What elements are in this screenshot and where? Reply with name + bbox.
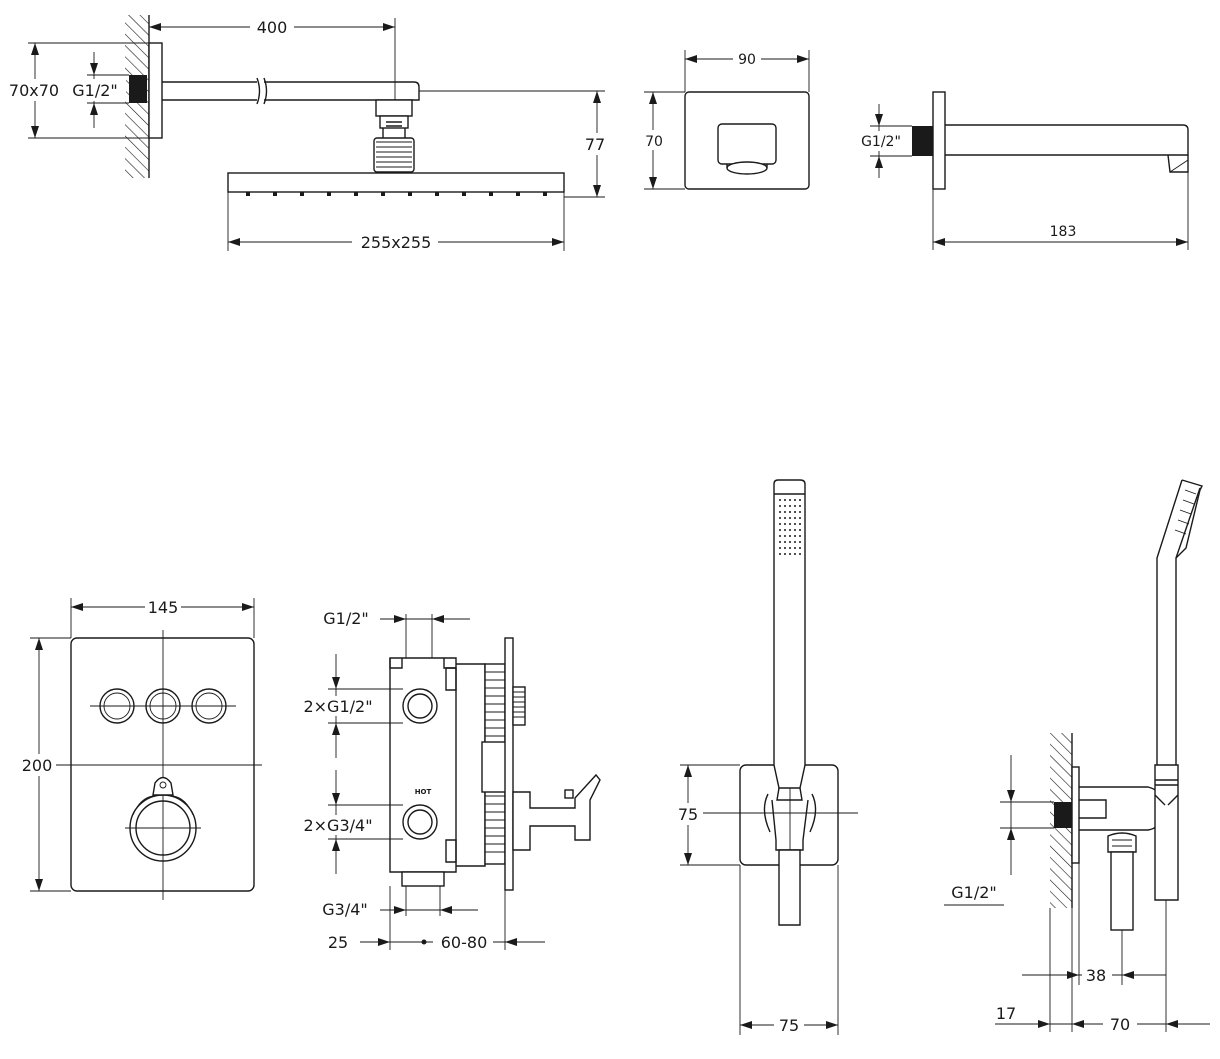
dim-outlet-thread: G1/2" (951, 883, 997, 902)
shower-arm (162, 81, 420, 101)
dim-outlet-offset: 38 (1086, 966, 1106, 985)
dim-valve-bottom-thread: G3/4" (322, 900, 368, 919)
hand-shower-side (1156, 479, 1201, 765)
valve-top-cartridge (512, 686, 526, 726)
control-panel-view: 145 200 (18, 597, 262, 900)
outlet-body (1079, 786, 1163, 831)
dim-spout-height: 70 (645, 134, 663, 150)
valve-lever (512, 773, 601, 851)
dim-panel-height: 200 (22, 756, 53, 775)
hand-shower-handle (773, 479, 806, 789)
ball-joint (373, 137, 415, 173)
dim-head-size: 255x255 (361, 233, 432, 252)
dim-head-height: 77 (585, 135, 605, 154)
holder-post (1154, 764, 1179, 901)
holder-cradle (763, 793, 817, 833)
dim-valve-depth-b: 60-80 (441, 933, 488, 952)
dim-holder-width: 75 (779, 1016, 799, 1035)
dim-top-thread: G1/2" (72, 81, 118, 100)
arm-joint (375, 99, 413, 117)
hose (778, 849, 801, 926)
dim-valve-top-thread: G1/2" (323, 609, 369, 628)
dim-outlet-depth: 70 (1110, 1015, 1130, 1034)
dim-spout-width: 90 (738, 52, 756, 68)
dim-arm-length: 400 (257, 18, 288, 37)
spout-outlet (717, 123, 777, 165)
shower-arm-head-view: 400 70x70 G1/2" 77 255x255 (7, 15, 610, 253)
control-panel-plate (70, 637, 255, 892)
dim-holder-height: 75 (678, 805, 698, 824)
spout-flange (932, 91, 946, 190)
wall-outlet-side-view: G1/2" 38 17 70 (944, 479, 1210, 1034)
dim-spout-thread: G1/2" (861, 134, 901, 150)
spout-thread (912, 126, 933, 156)
valve-outlet-lower (402, 804, 438, 840)
hand-shower-front-view: 75 75 (673, 479, 858, 1035)
dim-panel-width: 145 (148, 598, 179, 617)
valve-outlet-upper (402, 688, 438, 724)
dim-flange-size: 70x70 (9, 81, 59, 100)
dim-wall-gap: 17 (996, 1004, 1016, 1023)
wall-flange (148, 42, 163, 139)
outlet-flange (1071, 766, 1080, 864)
valve-box (389, 657, 457, 873)
spout-side-view: G1/2" 183 (856, 91, 1189, 250)
concealed-valve-view: HOT G1/2" 2×G1/2" 2×G3/4" G3/4" (300, 609, 601, 952)
valve-bottom-inlet (401, 871, 445, 887)
dim-valve-outlets-1: 2×G1/2" (303, 697, 372, 716)
spout-front-view: 90 70 (640, 48, 810, 190)
valve-hot-label: HOT (415, 788, 432, 796)
outlet-thread (1054, 802, 1072, 828)
spout-body (945, 124, 1189, 156)
shower-head (227, 172, 565, 193)
dim-spout-length: 183 (1050, 224, 1077, 240)
spray-nozzle-grid (779, 499, 801, 555)
valve-threaded-sleeve (481, 663, 509, 865)
thermostat-knob (125, 776, 201, 862)
nozzle-row (246, 192, 547, 196)
hose-connector (1107, 832, 1137, 853)
valve-mounting-plate (504, 637, 514, 891)
dim-valve-depth-a: 25 (328, 933, 348, 952)
dim-valve-outlets-2: 2×G3/4" (303, 816, 372, 835)
arm-thread (129, 75, 147, 103)
